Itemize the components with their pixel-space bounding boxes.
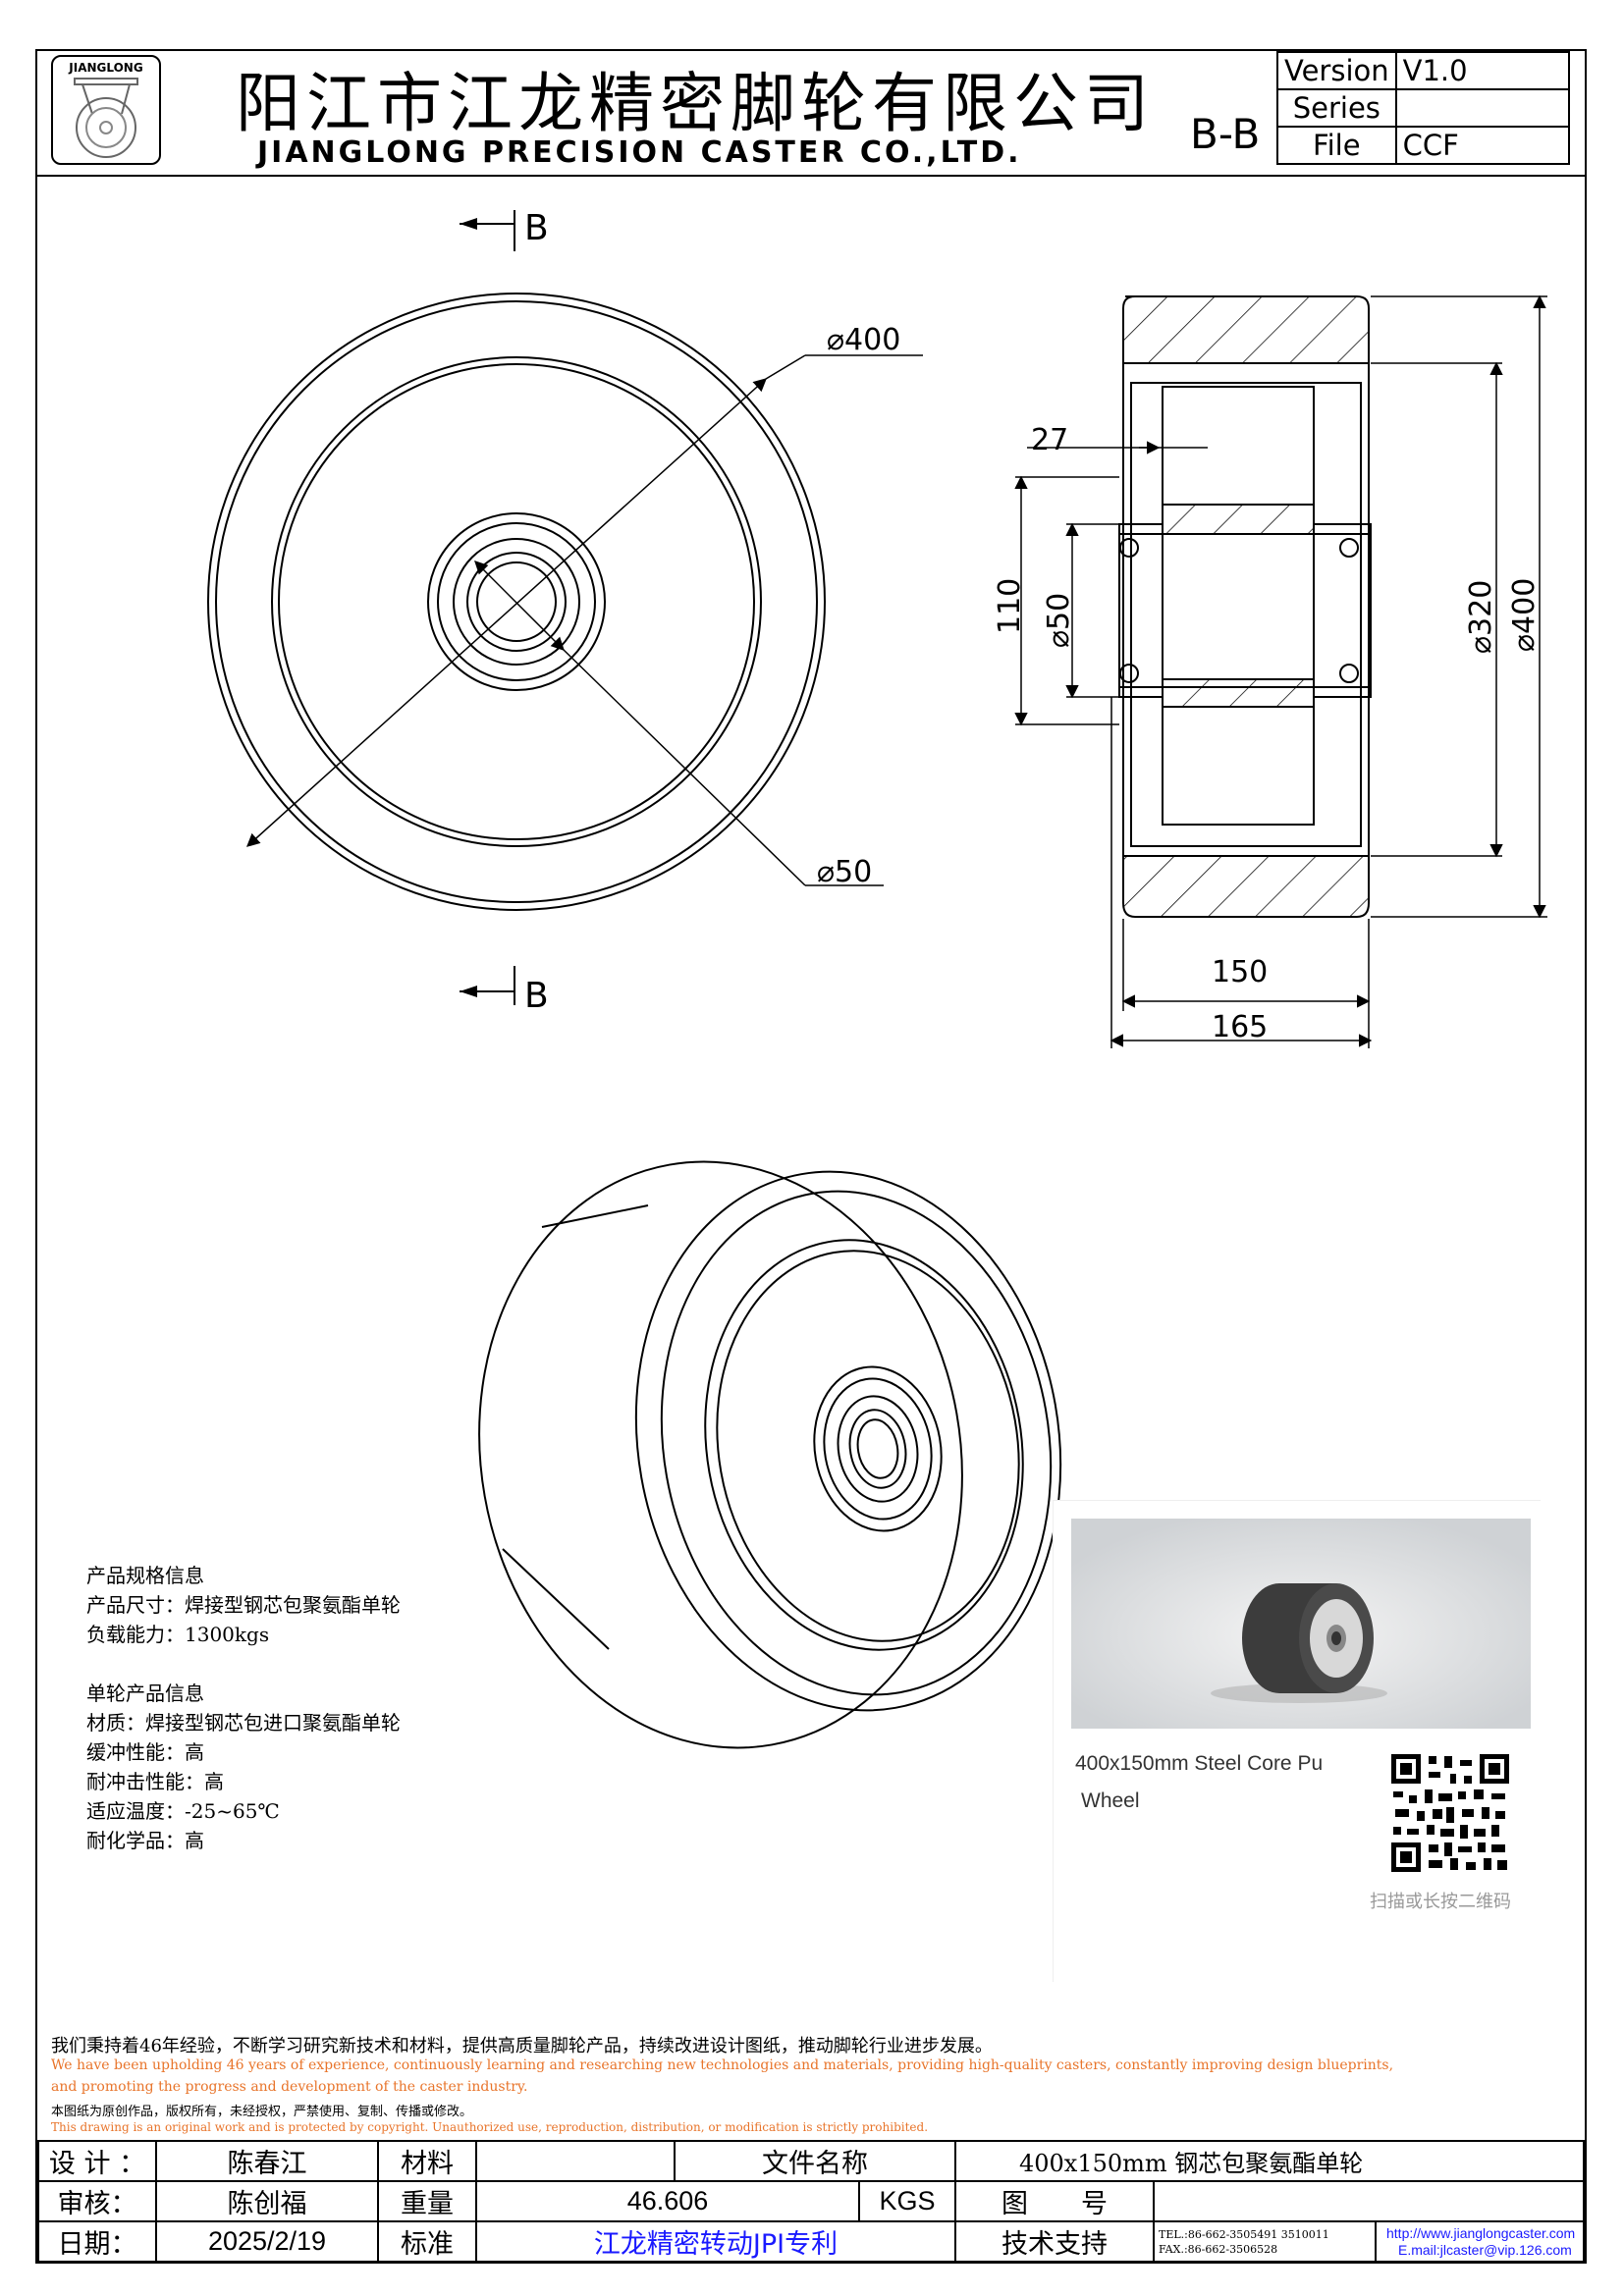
email-link[interactable]: E.mail:jlcaster@vip.126.com bbox=[1398, 2241, 1572, 2258]
website-link[interactable]: http://www.jianglongcaster.com bbox=[1386, 2224, 1576, 2241]
section-marker-top: B bbox=[460, 208, 549, 251]
qr-code[interactable] bbox=[1389, 1752, 1511, 1874]
dim-front-d50: ⌀50 bbox=[817, 855, 872, 889]
review-value: 陈创福 bbox=[155, 2180, 379, 2222]
dim-side-d400: ⌀400 bbox=[1507, 578, 1542, 652]
spec-line: 耐冲击性能：高 bbox=[86, 1770, 224, 1793]
material-label: 材料 bbox=[377, 2140, 477, 2182]
title-block: 设 计 ： 陈春江 材料 文件名称 400x150mm 钢芯包聚氨酯单轮 审核：… bbox=[37, 2140, 1585, 2263]
spec-line: 负载能力：1300kgs bbox=[86, 1623, 270, 1646]
dim-d320: ⌀320 bbox=[1464, 580, 1498, 654]
section-view bbox=[1118, 295, 1372, 918]
meta-value-series bbox=[1394, 88, 1570, 128]
meta-label-series: Series bbox=[1276, 88, 1397, 128]
spec-line: 耐化学品：高 bbox=[86, 1829, 204, 1852]
mission-en-1: We have been upholding 46 years of exper… bbox=[51, 2057, 1394, 2073]
dim-side-d50: ⌀50 bbox=[1042, 593, 1076, 648]
contact-phone: TEL.:86-662-3505491 3510011 FAX.:86-662-… bbox=[1153, 2220, 1377, 2263]
section-dimensions bbox=[1014, 294, 1547, 1048]
product-photo bbox=[1071, 1519, 1531, 1729]
company-name-cn: 阳江市江龙精密脚轮有限公司 bbox=[236, 66, 1155, 141]
technical-drawing: B B ⌀400 ⌀50 bbox=[207, 208, 1547, 1048]
section-marker-letter-bottom: B bbox=[524, 976, 549, 1016]
spec-line: 材质：焊接型钢芯包进口聚氨酯单轮 bbox=[86, 1711, 401, 1735]
revision-table: Version V1.0 Series File CCF bbox=[1276, 51, 1570, 165]
section-marker-bottom: B bbox=[460, 966, 549, 1016]
date-label: 日期： bbox=[37, 2220, 157, 2263]
design-value: 陈春江 bbox=[155, 2140, 379, 2182]
isometric-view bbox=[478, 1160, 1062, 1749]
mission-cn: 我们秉持着46年经验，不断学习研究新技术和材料，提供高质量脚轮产品，持续改进设计… bbox=[51, 2036, 993, 2056]
spec-line: 产品尺寸：焊接型钢芯包聚氨酯单轮 bbox=[86, 1593, 401, 1617]
dim-front-d400: ⌀400 bbox=[827, 323, 900, 357]
design-label: 设 计 ： bbox=[37, 2140, 157, 2182]
filename-value: 400x150mm 钢芯包聚氨酯单轮 bbox=[954, 2140, 1585, 2182]
fax-text: FAX.:86-662-3506528 bbox=[1159, 2242, 1278, 2256]
dim-165: 165 bbox=[1212, 1010, 1268, 1044]
spec-line: 适应温度：-25~65℃ bbox=[86, 1799, 280, 1823]
date-value: 2025/2/19 bbox=[155, 2220, 379, 2263]
review-label: 审核： bbox=[37, 2180, 157, 2222]
weight-label: 重量 bbox=[377, 2180, 477, 2222]
qr-hint: 扫描或长按二维码 bbox=[1370, 1892, 1511, 1912]
photo-caption-1: 400x150mm Steel Core Pu bbox=[1075, 1752, 1324, 1775]
standard-value: 江龙精密转动JPI专利 bbox=[475, 2220, 956, 2263]
dim-27: 27 bbox=[1031, 423, 1068, 457]
tel-text: TEL.:86-662-3505491 3510011 bbox=[1159, 2227, 1329, 2241]
section-label: B-B bbox=[1190, 110, 1261, 158]
drawing-no-value bbox=[1153, 2180, 1585, 2222]
section-marker-letter-top: B bbox=[524, 208, 549, 248]
meta-value-version: V1.0 bbox=[1394, 51, 1570, 90]
support-label: 技术支持 bbox=[954, 2220, 1155, 2263]
header-divider bbox=[35, 175, 1587, 177]
front-view bbox=[207, 293, 923, 911]
meta-label-version: Version bbox=[1276, 51, 1397, 90]
filename-label: 文件名称 bbox=[674, 2140, 956, 2182]
spec-group-1-title: 产品规格信息 bbox=[86, 1564, 204, 1587]
spec-group-2: 单轮产品信息 材质：焊接型钢芯包进口聚氨酯单轮 缓冲性能：高 耐冲击性能：高 适… bbox=[86, 1679, 401, 1855]
contact-web: http://www.jianglongcaster.com E.mail:jl… bbox=[1375, 2220, 1585, 2263]
caster-logo-icon bbox=[74, 78, 138, 158]
standard-label: 标准 bbox=[377, 2220, 477, 2263]
drawing-frame bbox=[35, 49, 1587, 2264]
copyright-cn: 本图纸为原创作品，版权所有，未经授权，严禁使用、复制、传播或修改。 bbox=[51, 2105, 473, 2119]
weight-unit: KGS bbox=[858, 2180, 956, 2222]
spec-group-2-title: 单轮产品信息 bbox=[86, 1682, 204, 1705]
spec-group-1: 产品规格信息 产品尺寸：焊接型钢芯包聚氨酯单轮 负载能力：1300kgs bbox=[86, 1561, 401, 1649]
spec-line: 缓冲性能：高 bbox=[86, 1740, 204, 1764]
meta-label-file: File bbox=[1276, 126, 1397, 165]
photo-caption-2: Wheel bbox=[1081, 1789, 1140, 1812]
company-logo: JIANGLONG bbox=[51, 55, 161, 165]
drawing-no-label: 图 号 bbox=[954, 2180, 1155, 2222]
dim-110: 110 bbox=[993, 578, 1027, 634]
mission-en-2: and promoting the progress and developme… bbox=[51, 2079, 528, 2095]
company-name-en: JIANGLONG PRECISION CASTER CO.,LTD. bbox=[257, 135, 1022, 170]
meta-value-file: CCF bbox=[1394, 126, 1570, 165]
material-value bbox=[475, 2140, 676, 2182]
weight-value: 46.606 bbox=[475, 2180, 860, 2222]
dim-150: 150 bbox=[1212, 955, 1268, 989]
product-photo-card: 400x150mm Steel Core Pu Wheel 扫描或长按二维码 bbox=[1053, 1500, 1541, 1982]
copyright-en: This drawing is an original work and is … bbox=[51, 2120, 929, 2134]
